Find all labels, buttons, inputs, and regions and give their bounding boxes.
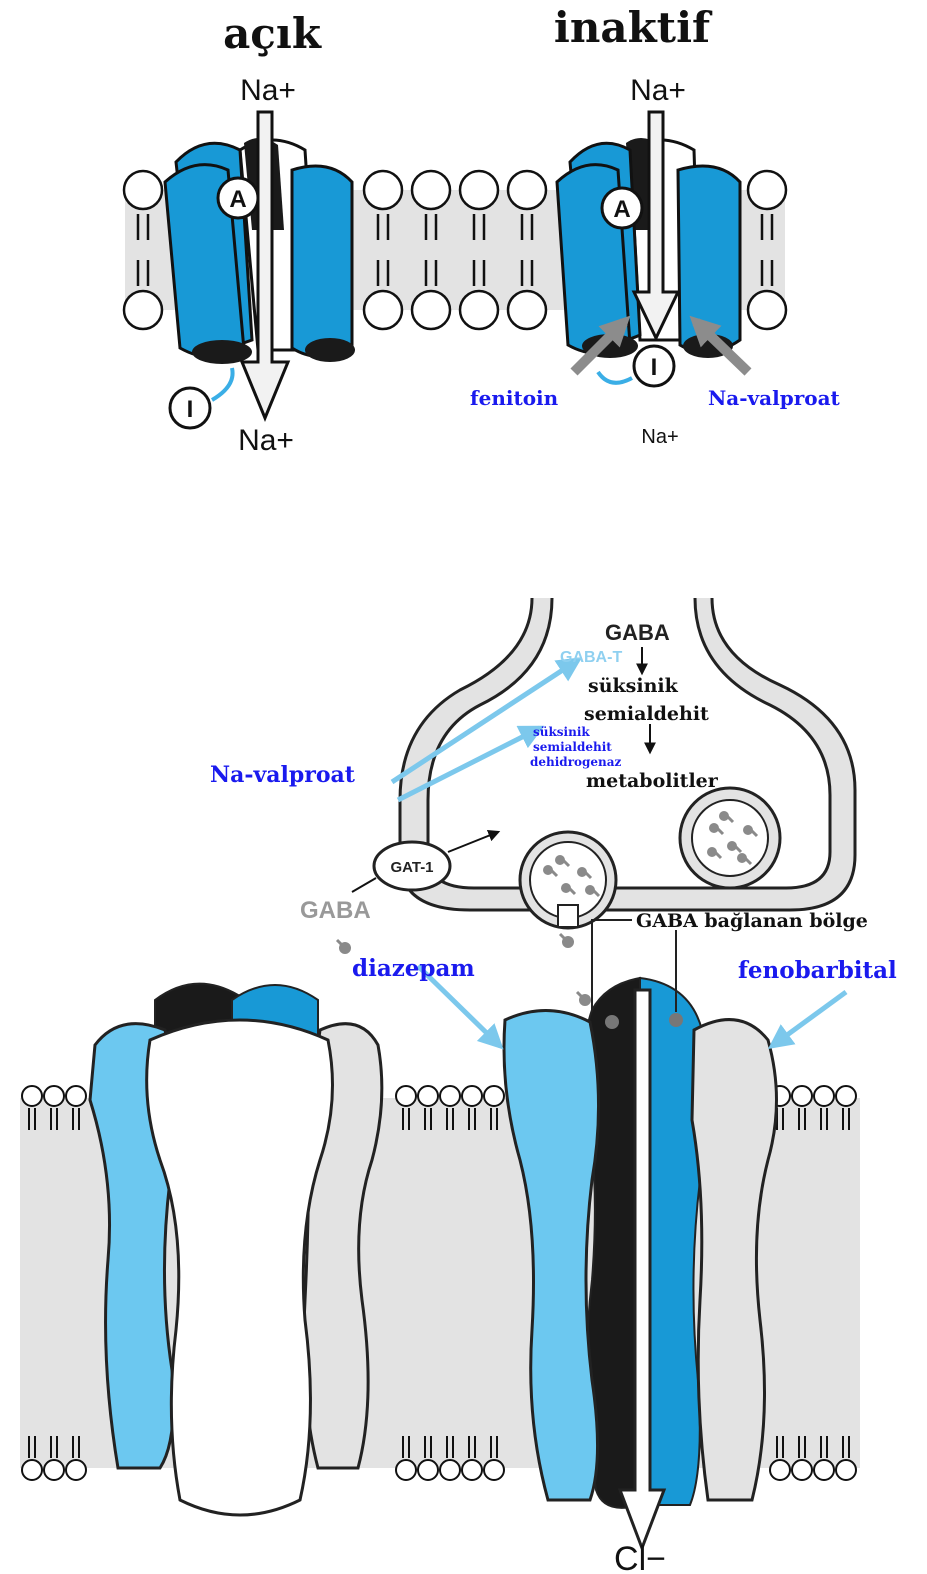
gaba-receptor-panel: GABA bağlanan bölge diazepam fenobarbita… xyxy=(20,910,897,1574)
dehydrogenase-label-3: dehidrogenaz xyxy=(530,755,622,769)
open-ion-top: Na+ xyxy=(240,74,296,107)
diazepam-label: diazepam xyxy=(352,955,475,982)
inactivation-tether xyxy=(212,368,233,400)
inactivation-gate-open-label: I xyxy=(187,396,194,423)
lipid-head-icon xyxy=(44,1460,64,1480)
synaptic-vesicle-storage-inner xyxy=(692,800,768,876)
lipid-head-icon xyxy=(836,1086,856,1106)
dehydrogenase-label-1: süksinik xyxy=(533,725,590,739)
inactivation-gate-closed-label: I xyxy=(651,354,658,381)
open-channel-foot-right xyxy=(305,338,355,362)
inactive-tether xyxy=(598,372,632,383)
fenitoin-label: fenitoin xyxy=(470,386,559,410)
gaba-t-label: GABA-T xyxy=(560,649,622,666)
fenobarbital-label: fenobarbital xyxy=(738,957,897,984)
lipid-head-icon xyxy=(418,1460,438,1480)
lipid-head-icon xyxy=(508,291,546,329)
extracellular-gaba-label: GABA xyxy=(300,897,371,924)
lipid-head-icon xyxy=(418,1086,438,1106)
lipid-head-icon xyxy=(22,1086,42,1106)
inactive-channel: I A xyxy=(557,112,748,386)
open-ion-bottom: Na+ xyxy=(238,424,294,457)
open-channel-foot-left xyxy=(192,340,252,364)
lipid-head-icon xyxy=(460,171,498,209)
inactive-ion-bottom: Na+ xyxy=(641,426,678,448)
binding-site-label: GABA bağlanan bölge xyxy=(636,910,868,932)
receptor-closed xyxy=(90,984,382,1515)
lipid-head-icon xyxy=(462,1460,482,1480)
gaba-bound-right xyxy=(669,1013,683,1027)
succinic-label: süksinik xyxy=(588,675,679,697)
lipid-head-icon xyxy=(814,1086,834,1106)
inactive-ion-top: Na+ xyxy=(630,74,686,107)
activation-gate-inactive-label: A xyxy=(613,196,630,223)
lipid-head-icon xyxy=(124,291,162,329)
gaba-label: GABA xyxy=(605,620,670,645)
lipid-head-icon xyxy=(792,1460,812,1480)
gaba-bound-left xyxy=(605,1015,619,1029)
lipid-head-icon xyxy=(440,1086,460,1106)
lipid-head-icon xyxy=(66,1086,86,1106)
lipid-head-icon xyxy=(412,291,450,329)
lipid-head-icon xyxy=(440,1460,460,1480)
valproat-gaba-label: Na-valproat xyxy=(210,762,356,788)
lipid-head-icon xyxy=(462,1086,482,1106)
lipid-head-icon xyxy=(484,1460,504,1480)
inactive-channel-right-subunit xyxy=(678,166,740,352)
open-channel-right-subunit xyxy=(292,166,352,356)
fenobarbital-arrow xyxy=(772,992,846,1046)
chloride-ion-label: Cl− xyxy=(614,1540,666,1574)
lipid-head-icon xyxy=(460,291,498,329)
lipid-head-icon xyxy=(792,1086,812,1106)
lipid-head-icon xyxy=(412,171,450,209)
lipid-head-icon xyxy=(44,1086,64,1106)
valproat-sodium-label: Na-valproat xyxy=(708,386,841,410)
inactive-state-title: inaktif xyxy=(554,3,713,52)
lipid-head-icon xyxy=(396,1460,416,1480)
lipid-head-icon xyxy=(66,1460,86,1480)
lipid-head-icon xyxy=(364,171,402,209)
open-channel: I A xyxy=(165,112,355,428)
sodium-channel-panel: I A I A açık inaktif Na+ xyxy=(124,3,841,457)
gat1-label: GAT-1 xyxy=(390,859,433,876)
gat1-pointer xyxy=(352,878,376,892)
lipid-head-icon xyxy=(508,171,546,209)
lipid-head-icon xyxy=(124,171,162,209)
lipid-head-icon xyxy=(484,1086,504,1106)
lipid-head-icon xyxy=(748,291,786,329)
open-state-title: açık xyxy=(223,9,322,58)
vesicle-fusion-pore xyxy=(558,905,578,927)
lipid-head-icon xyxy=(748,171,786,209)
metabolites-label: metabolitler xyxy=(586,770,719,792)
receptor-open xyxy=(504,978,777,1548)
lipid-head-icon xyxy=(396,1086,416,1106)
lipid-head-icon xyxy=(814,1460,834,1480)
activation-gate-open-label: A xyxy=(229,186,246,213)
lipid-head-icon xyxy=(770,1460,790,1480)
lipid-head-icon xyxy=(364,291,402,329)
semialdehyde-label: semialdehit xyxy=(584,703,709,725)
dehydrogenase-label-2: semialdehit xyxy=(533,740,612,754)
lipid-head-icon xyxy=(836,1460,856,1480)
lipid-head-icon xyxy=(22,1460,42,1480)
